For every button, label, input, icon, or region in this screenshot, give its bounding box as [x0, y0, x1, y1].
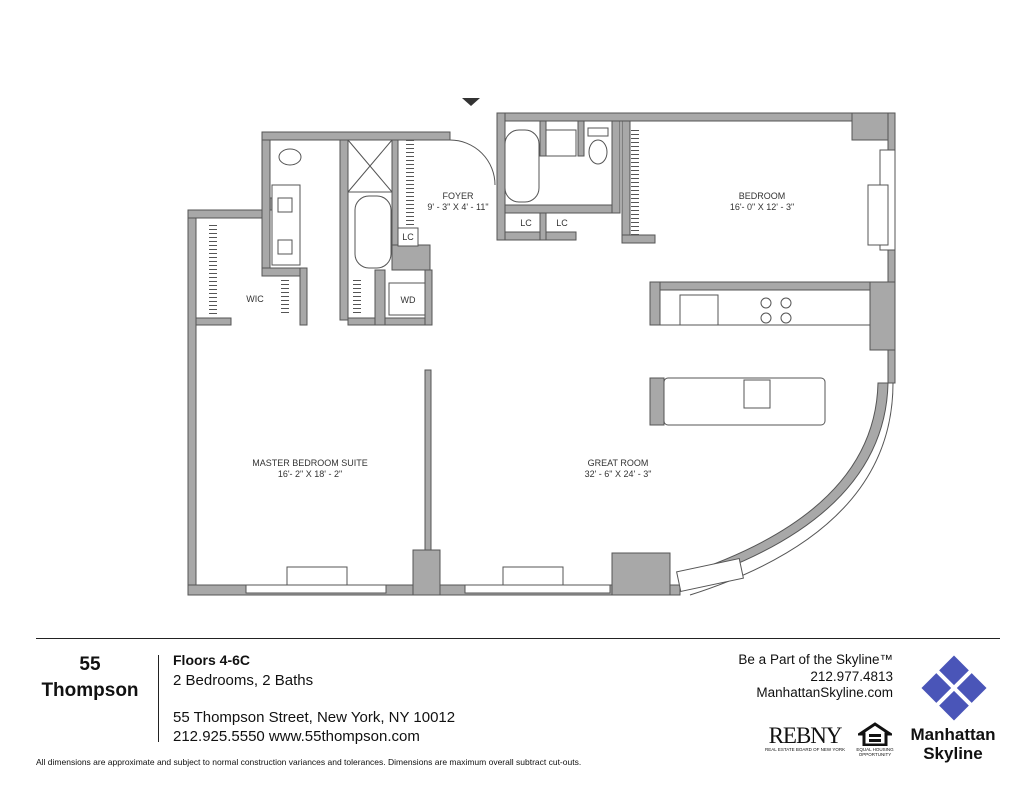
lc-label: LC	[520, 218, 532, 228]
equal-housing-logo: EQUAL HOUSING OPPORTUNITY	[855, 722, 895, 757]
eho-line1: EQUAL HOUSING	[856, 747, 894, 752]
broker-phone: 212.977.4813	[810, 668, 893, 684]
bedroom-label: BEDROOM	[739, 191, 786, 201]
building-name-line2: Thompson	[41, 680, 139, 701]
walls	[187, 112, 896, 596]
eho-line2: OPPORTUNITY	[858, 752, 892, 757]
disclaimer: All dimensions are approximate and subje…	[36, 757, 582, 767]
master-label: MASTER BEDROOM SUITE	[252, 458, 368, 468]
room-labels: FOYER 9' - 3" X 4' - 11" BEDROOM 16'- 0"…	[246, 191, 794, 479]
rebny-name: REBNY	[768, 723, 843, 748]
rebny-sub: REAL ESTATE BOARD OF NEW YORK	[765, 747, 846, 752]
foyer-dims: 9' - 3" X 4' - 11"	[427, 202, 488, 212]
lc-label: LC	[556, 218, 568, 228]
master-dims: 16'- 2" X 18' - 2"	[278, 469, 342, 479]
wd-label: WD	[401, 295, 416, 305]
unit-address: 55 Thompson Street, New York, NY 10012	[173, 709, 456, 726]
broker-tagline: Be a Part of the Skyline™	[738, 652, 893, 667]
logo-line2: Skyline	[923, 744, 983, 763]
bedroom-dims: 16'- 0" X 12' - 3"	[730, 202, 794, 212]
great-room-label: GREAT ROOM	[588, 458, 649, 468]
unit-floors: Floors 4-6C	[173, 652, 251, 668]
building-name-line1: 55	[79, 654, 101, 675]
manhattan-skyline-wordmark: Manhattan Skyline	[903, 725, 1003, 763]
unit-contact: 212.925.5550 www.55thompson.com	[173, 728, 420, 745]
rebny-logo: REBNY REAL ESTATE BOARD OF NEW YORK	[765, 723, 846, 752]
entry-marker-icon	[462, 98, 480, 106]
equal-housing-icon	[855, 722, 895, 747]
great-room-dims: 32' - 6" X 24' - 3"	[585, 469, 652, 479]
divider	[158, 655, 159, 742]
lc-label: LC	[402, 232, 414, 242]
broker-website: ManhattanSkyline.com	[756, 685, 893, 700]
unit-layout: 2 Bedrooms, 2 Baths	[173, 672, 314, 689]
building-name: 55 Thompson	[30, 652, 150, 704]
fixtures	[209, 127, 792, 324]
broker-contact: Be a Part of the Skyline™ 212.977.4813 M…	[738, 652, 893, 702]
wic-label: WIC	[246, 294, 264, 304]
manhattan-skyline-logo-icon	[921, 655, 987, 721]
floor-plan: FOYER 9' - 3" X 4' - 11" BEDROOM 16'- 0"…	[187, 98, 896, 596]
divider	[36, 638, 1000, 639]
logo-line1: Manhattan	[910, 725, 996, 744]
foyer-label: FOYER	[442, 191, 474, 201]
